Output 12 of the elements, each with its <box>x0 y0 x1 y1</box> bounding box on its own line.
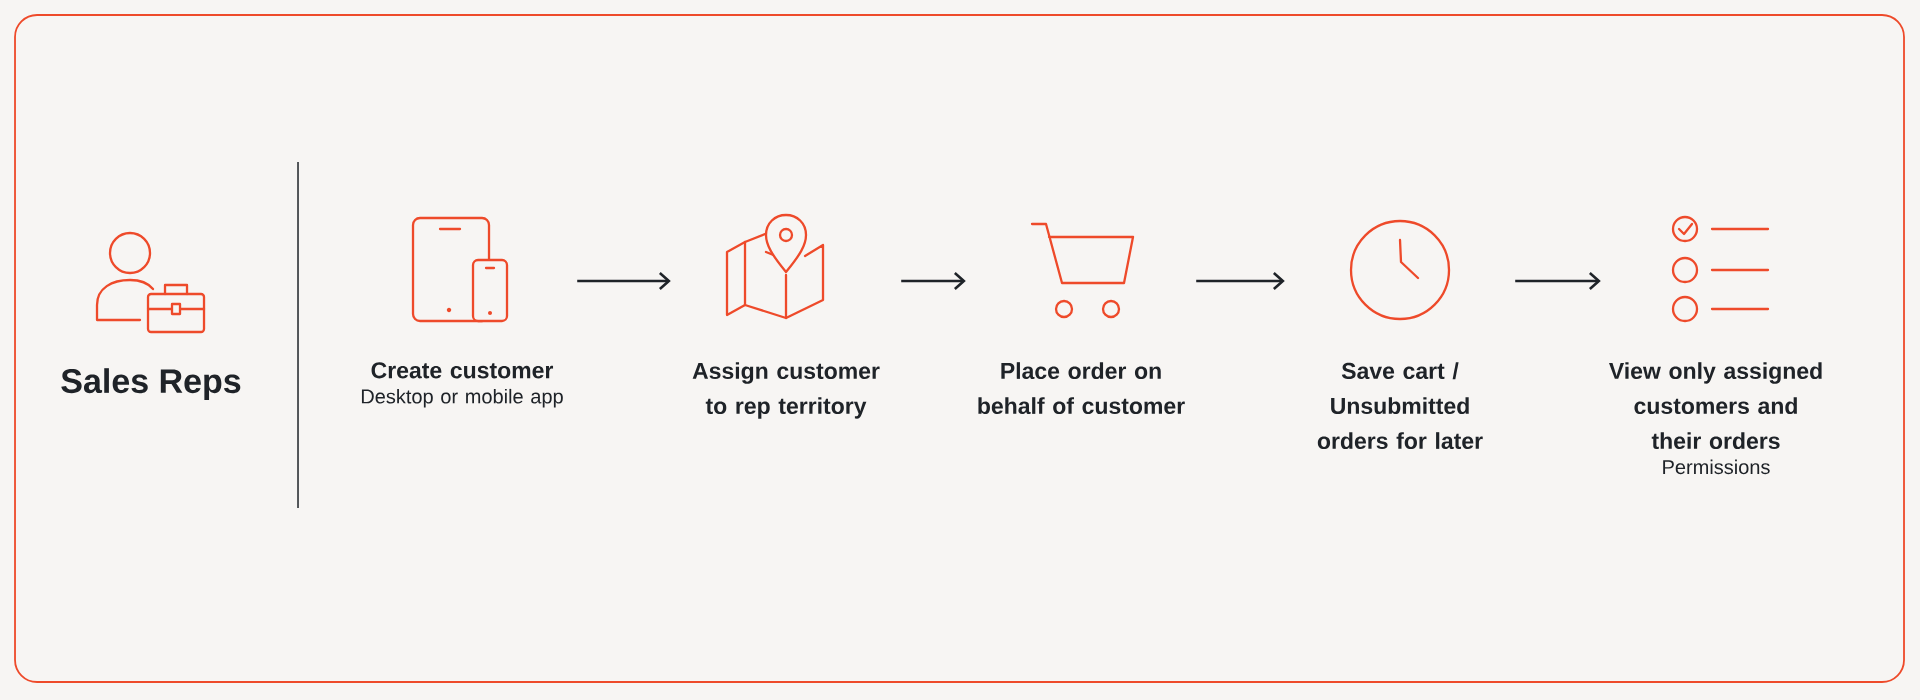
step-title: Place order on behalf of customer <box>978 362 1185 415</box>
step-note: Permissions <box>1663 459 1770 475</box>
arrow <box>577 272 671 290</box>
arrow <box>1515 272 1601 290</box>
step-title: View only assigned customers and their orders <box>1609 362 1822 450</box>
role-label: Sales Reps <box>61 368 241 400</box>
step-title: Assign customer to rep territory <box>692 362 880 419</box>
step-note: Desktop or mobile app <box>361 388 563 408</box>
step-title: Create customer <box>371 362 554 379</box>
step-title: Save cart / Unsubmitted orders for later <box>1317 362 1483 450</box>
arrow <box>1196 272 1285 290</box>
arrow <box>901 272 966 290</box>
